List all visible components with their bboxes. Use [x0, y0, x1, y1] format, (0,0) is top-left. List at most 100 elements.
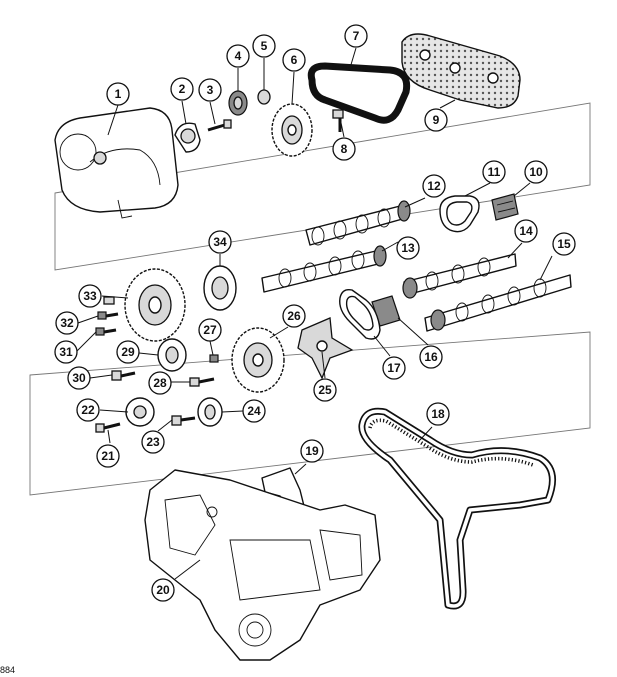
- svg-text:32: 32: [60, 316, 74, 330]
- upper-rear-cover: [54, 107, 179, 219]
- svg-text:31: 31: [59, 345, 73, 359]
- section-planes: [29, 102, 591, 496]
- auxiliary-belt: [307, 62, 411, 124]
- svg-text:8: 8: [341, 142, 348, 156]
- bolts-27-28: [189, 354, 219, 387]
- svg-text:30: 30: [72, 371, 86, 385]
- camshaft-12: [305, 200, 411, 246]
- small-sprocket: [228, 90, 248, 116]
- crankshaft-sprocket-26: [231, 327, 285, 393]
- pulley-34: [203, 265, 237, 311]
- svg-text:2: 2: [179, 82, 186, 96]
- callout-16: 16: [419, 345, 443, 369]
- bolt-21: [95, 422, 121, 433]
- svg-text:26: 26: [287, 309, 301, 323]
- camshaft-14: [402, 253, 517, 299]
- svg-text:17: 17: [387, 361, 401, 375]
- bracket-10: [491, 193, 519, 221]
- svg-text:18: 18: [431, 407, 445, 421]
- callout-1: 1: [106, 82, 130, 106]
- svg-text:27: 27: [203, 323, 217, 337]
- callout-33: 33: [78, 284, 102, 308]
- nut-5: [257, 89, 271, 105]
- svg-text:6: 6: [291, 53, 298, 67]
- callout-32: 32: [55, 311, 79, 335]
- callout-6: 6: [282, 48, 306, 72]
- callout-14: 14: [514, 219, 538, 243]
- svg-text:9: 9: [433, 113, 440, 127]
- leader-lines: [75, 47, 553, 580]
- callout-34: 34: [208, 230, 232, 254]
- callout-10: 10: [524, 160, 548, 184]
- svg-text:33: 33: [83, 289, 97, 303]
- bolt-23: [171, 415, 196, 426]
- svg-text:14: 14: [519, 224, 533, 238]
- tensioner-22: [125, 397, 155, 427]
- callout-24: 24: [242, 399, 266, 423]
- svg-text:4: 4: [235, 49, 242, 63]
- callout-15: 15: [552, 232, 576, 256]
- tensioner-pulley: [174, 122, 201, 153]
- callout-20: 20: [151, 578, 175, 602]
- svg-text:25: 25: [318, 383, 332, 397]
- callout-11: 11: [482, 160, 506, 184]
- front-timing-cover: [144, 469, 381, 661]
- idler-roller-24: [197, 397, 223, 427]
- camshaft-13: [261, 245, 387, 293]
- callout-5: 5: [252, 34, 276, 58]
- svg-text:7: 7: [353, 29, 360, 43]
- svg-text:1: 1: [115, 87, 122, 101]
- callout-13: 13: [396, 236, 420, 260]
- callout-22: 22: [76, 398, 100, 422]
- seal-ring-17: [339, 288, 381, 340]
- svg-text:28: 28: [153, 376, 167, 390]
- camshaft-sprocket-33: [124, 268, 186, 342]
- svg-text:22: 22: [81, 403, 95, 417]
- callout-3: 3: [198, 78, 222, 102]
- svg-text:15: 15: [557, 237, 571, 251]
- svg-text:20: 20: [156, 583, 170, 597]
- callout-23: 23: [141, 430, 165, 454]
- idler-roller-29: [157, 338, 187, 372]
- svg-text:5: 5: [261, 39, 268, 53]
- callout-12: 12: [422, 174, 446, 198]
- svg-text:34: 34: [213, 235, 227, 249]
- callout-30: 30: [67, 366, 91, 390]
- callout-31: 31: [54, 340, 78, 364]
- svg-text:13: 13: [401, 241, 415, 255]
- bolt-3: [207, 119, 232, 132]
- callout-28: 28: [148, 371, 172, 395]
- svg-text:12: 12: [427, 179, 441, 193]
- figure-reference: 884: [0, 665, 15, 675]
- callout-8: 8: [332, 137, 356, 161]
- callout-29: 29: [116, 340, 140, 364]
- svg-text:10: 10: [529, 165, 543, 179]
- rear-timing-cover: [401, 33, 521, 109]
- callout-19: 19: [300, 439, 324, 463]
- svg-text:19: 19: [305, 444, 319, 458]
- callout-26: 26: [282, 304, 306, 328]
- svg-text:16: 16: [424, 350, 438, 364]
- callout-25: 25: [313, 378, 337, 402]
- svg-text:21: 21: [101, 449, 115, 463]
- svg-text:23: 23: [146, 435, 160, 449]
- callout-7: 7: [344, 24, 368, 48]
- sprocket-6: [271, 103, 313, 157]
- callout-21: 21: [96, 444, 120, 468]
- svg-text:3: 3: [207, 83, 214, 97]
- seal-ring: [439, 195, 480, 233]
- callout-18: 18: [426, 402, 450, 426]
- svg-text:11: 11: [488, 165, 501, 179]
- star-plate-25: [297, 317, 354, 380]
- callout-27: 27: [198, 318, 222, 342]
- callout-9: 9: [424, 108, 448, 132]
- callout-17: 17: [382, 356, 406, 380]
- svg-text:24: 24: [247, 404, 261, 418]
- callout-4: 4: [226, 44, 250, 68]
- svg-text:29: 29: [121, 345, 135, 359]
- timing-belt: [358, 407, 556, 610]
- bolt-30: [111, 370, 136, 381]
- bolt-8: [332, 109, 344, 132]
- callout-2: 2: [170, 77, 194, 101]
